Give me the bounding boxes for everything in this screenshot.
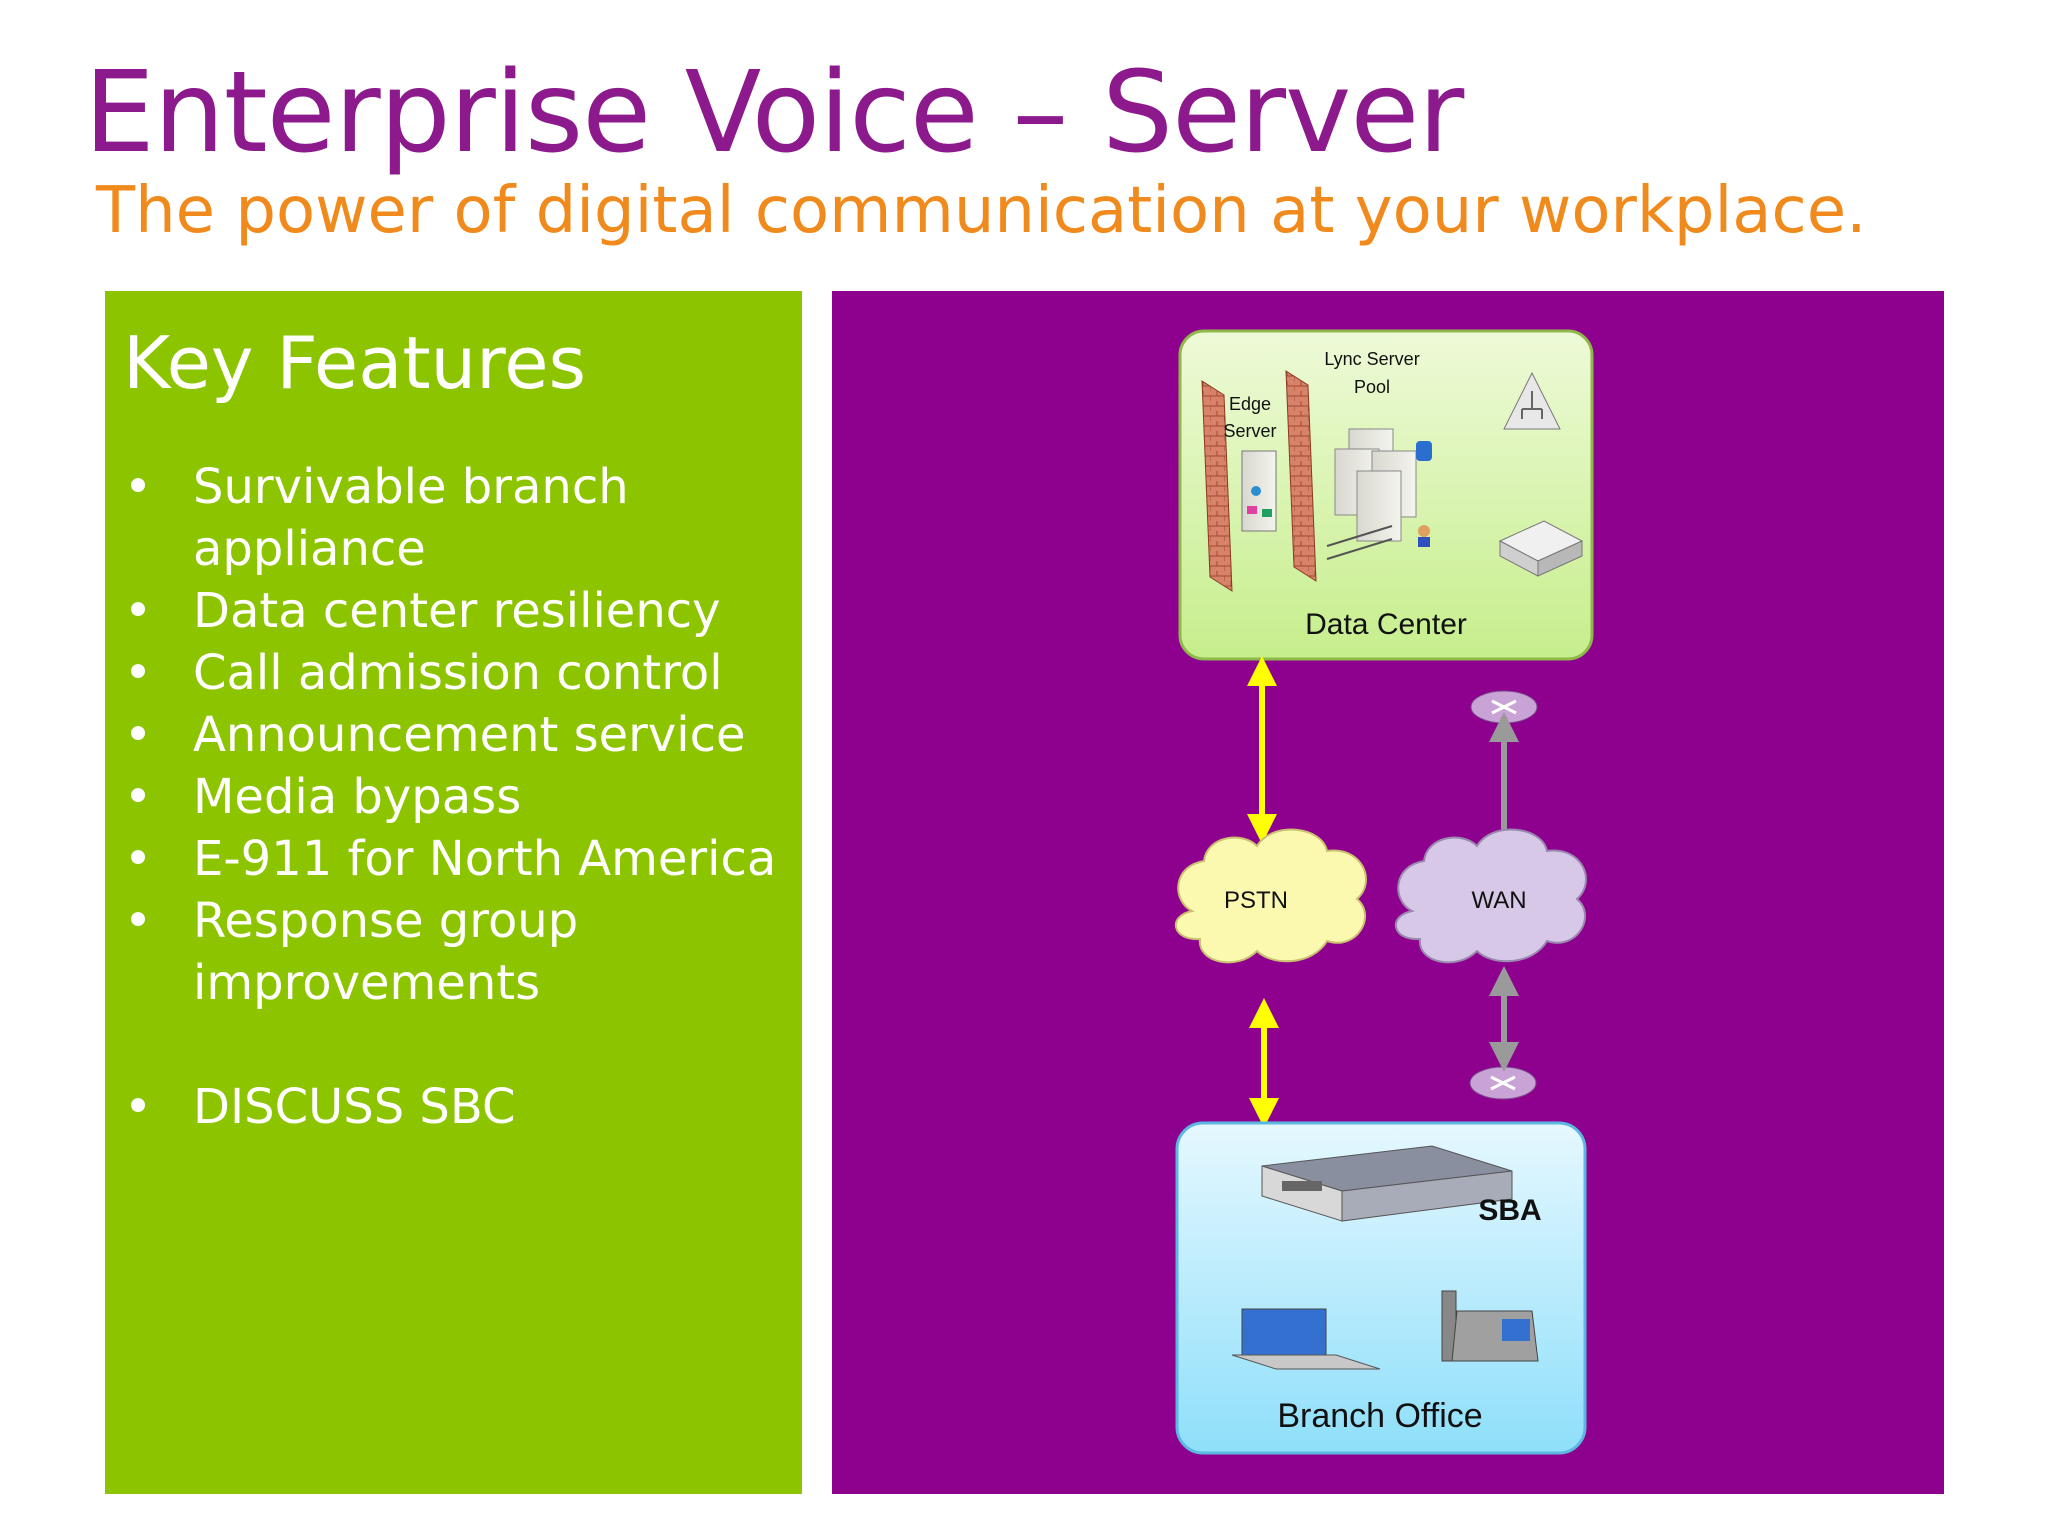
pool-label: Lync Server — [1324, 349, 1419, 369]
key-features-heading: Key Features — [123, 321, 587, 405]
feature-label: Data center resiliency — [193, 583, 721, 639]
feature-label: Survivable branch appliance — [193, 459, 629, 577]
network-diagram: Lync Server Pool Edge Server Data Center… — [1174, 329, 1594, 1455]
feature-label: Call admission control — [193, 645, 723, 701]
feature-label: Response group improvements — [193, 893, 579, 1011]
key-features-list: • Survivable branch appliance • Data cente… — [123, 456, 793, 1138]
router-icon — [1469, 1066, 1537, 1100]
bullet-icon: • — [123, 893, 153, 949]
pstn-cloud: PSTN — [1174, 828, 1367, 964]
feature-label: Media bypass — [193, 769, 522, 825]
feature-label: E-911 for North America — [193, 831, 777, 887]
branch-office-box: SBA Branch Office — [1175, 1121, 1587, 1455]
slide-title: Enterprise Voice – Server — [84, 48, 1464, 178]
data-center-label: Data Center — [1305, 608, 1467, 641]
bullet-icon: • — [123, 583, 153, 639]
bullet-icon: • — [123, 707, 153, 763]
edge-server-label: Edge — [1229, 394, 1271, 414]
bullet-icon: • — [123, 459, 153, 515]
sba-appliance-icon — [1261, 1145, 1513, 1222]
key-features-panel: Key Features • Survivable branch applianc… — [105, 291, 802, 1494]
slide-subtitle: The power of digital communication at yo… — [96, 174, 1867, 248]
pstn-label: PSTN — [1224, 887, 1288, 914]
feature-item: • Survivable branch appliance — [123, 456, 793, 580]
desk-phone-icon — [1441, 1290, 1539, 1362]
feature-item: • Announcement service — [123, 704, 793, 766]
feature-item: • DISCUSS SBC — [123, 1076, 793, 1138]
bullet-icon: • — [123, 645, 153, 701]
network-diagram-panel: Lync Server Pool Edge Server Data Center… — [832, 291, 1944, 1494]
gateway-icon — [1498, 520, 1584, 577]
firewall-icon — [1201, 370, 1317, 592]
laptop-icon — [1231, 1308, 1381, 1370]
router-icon — [1470, 690, 1538, 724]
feature-label: DISCUSS SBC — [193, 1079, 516, 1135]
bullet-icon: • — [123, 1079, 153, 1135]
feature-item: • Data center resiliency — [123, 580, 793, 642]
feature-item: • Media bypass — [123, 766, 793, 828]
feature-item: • E-911 for North America — [123, 828, 793, 890]
sba-label: SBA — [1478, 1194, 1541, 1227]
bullet-icon: • — [123, 831, 153, 887]
feature-item: • Response group improvements — [123, 890, 793, 1014]
wan-cloud: WAN — [1394, 828, 1587, 964]
feature-label: Announcement service — [193, 707, 746, 763]
pool-label: Pool — [1354, 377, 1390, 397]
data-center-box: Lync Server Pool Edge Server Data Center — [1178, 329, 1594, 661]
wan-label: WAN — [1471, 887, 1526, 914]
directory-icon — [1503, 371, 1561, 430]
branch-office-label: Branch Office — [1277, 1397, 1482, 1435]
server-pool-icon — [1326, 428, 1432, 560]
edge-server-label: Server — [1223, 421, 1276, 441]
bullet-icon: • — [123, 769, 153, 825]
feature-item: • Call admission control — [123, 642, 793, 704]
edge-server-icon — [1241, 450, 1277, 532]
